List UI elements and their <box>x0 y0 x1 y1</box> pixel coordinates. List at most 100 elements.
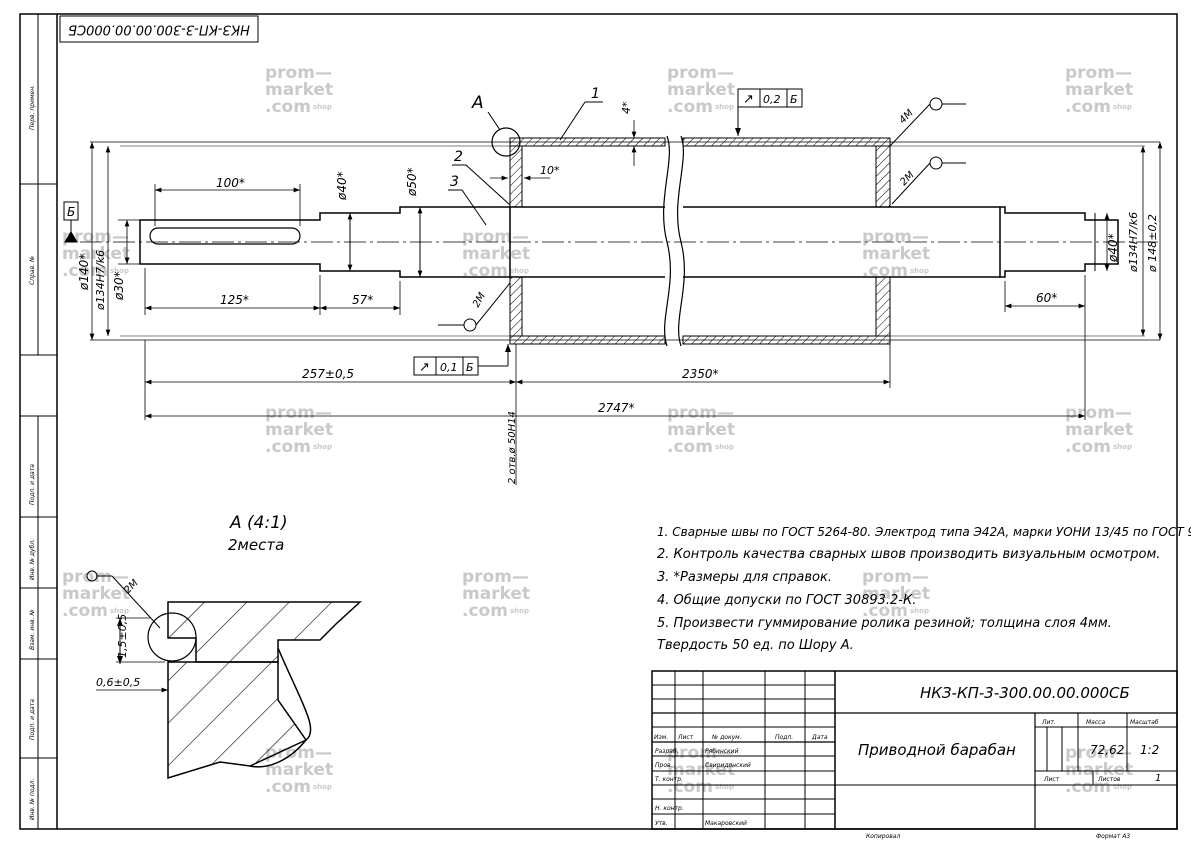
svg-text:shop: shop <box>313 783 332 791</box>
svg-text:.com: .com <box>667 437 713 457</box>
svg-text:shop: shop <box>1113 443 1132 451</box>
svg-text:Разраб.: Разраб. <box>655 748 679 755</box>
left-stamp: Перв. примен. Справ. № Подп. и дата Инв.… <box>19 14 57 829</box>
svg-text:10*: 10* <box>540 164 560 177</box>
detail-a-marker <box>491 127 521 157</box>
svg-text:4М: 4М <box>897 107 916 126</box>
svg-text:.com: .com <box>667 777 713 797</box>
svg-text:shop: shop <box>110 267 129 275</box>
svg-text:market: market <box>862 244 930 264</box>
detail-a: А (4:1) 2места 2М 1,5±0,5 0,6±0,5 <box>86 513 362 780</box>
note: 1. Сварные швы по ГОСТ 5264-80. Электрод… <box>657 525 1191 539</box>
svg-text:№ докум.: № докум. <box>711 734 742 741</box>
svg-text:125*: 125* <box>220 293 249 307</box>
svg-text:market: market <box>265 760 333 780</box>
doc-number: НКЗ-КП-3-300.00.00.000СБ <box>920 684 1130 702</box>
detail-title: А (4:1) <box>229 513 288 533</box>
svg-text:shop: shop <box>1113 103 1132 111</box>
svg-text:0,1: 0,1 <box>440 361 458 374</box>
svg-text:shop: shop <box>715 443 734 451</box>
format-label: Формат А3 <box>1096 833 1130 840</box>
svg-text:shop: shop <box>910 267 929 275</box>
dimension-labels: 100* ø40* ø50* 4* 10* ø140* ø134Н7/k6 ø3… <box>77 101 1159 484</box>
svg-text:Лит.: Лит. <box>1041 719 1056 726</box>
note: Твердость 50 ед. по Шору А. <box>657 638 854 653</box>
svg-text:4*: 4* <box>620 101 633 114</box>
note: 2. Контроль качества сварных швов произв… <box>657 547 1160 562</box>
svg-text:market: market <box>62 584 130 604</box>
svg-text:.com: .com <box>1065 437 1111 457</box>
svg-text:market: market <box>462 584 530 604</box>
svg-text:2747*: 2747* <box>598 401 635 415</box>
svg-text:257±0,5: 257±0,5 <box>302 367 354 381</box>
rotated-doc-number: НКЗ-КП-3-300.00.00.000СБ <box>68 22 250 37</box>
keyway <box>149 227 301 245</box>
view-a-label: А <box>471 93 484 113</box>
note: 3. *Размеры для справок. <box>657 570 832 585</box>
svg-text:market: market <box>62 244 130 264</box>
svg-text:Утв.: Утв. <box>655 820 668 827</box>
svg-text:Масштаб: Масштаб <box>1130 719 1159 726</box>
svg-text:prom—: prom— <box>1065 63 1132 83</box>
svg-text:↗: ↗ <box>419 360 430 375</box>
svg-text:shop: shop <box>715 783 734 791</box>
svg-text:ø50*: ø50* <box>405 167 419 197</box>
svg-text:1: 1 <box>591 86 600 102</box>
svg-text:ø40*: ø40* <box>335 171 349 201</box>
svg-text:ø30*: ø30* <box>112 271 126 301</box>
svg-text:Листов: Листов <box>1097 776 1121 783</box>
svg-text:prom—: prom— <box>1065 743 1132 763</box>
stamp-label: Взам. инв. № <box>29 609 36 650</box>
svg-text:.com: .com <box>462 261 508 281</box>
outer-frame <box>19 13 1178 830</box>
tolerance-frame: ↗ 0,2 Б <box>735 88 803 136</box>
break-line <box>663 135 671 347</box>
note: 5. Произвести гуммирование ролика резино… <box>657 616 1112 631</box>
dimensions <box>89 120 1163 485</box>
svg-text:prom—: prom— <box>62 567 129 587</box>
svg-text:Изм.: Изм. <box>654 734 668 741</box>
svg-text:Рябинский: Рябинский <box>705 748 739 755</box>
title-block-text: НКЗ-КП-3-300.00.00.000СБ Приводной бараб… <box>654 684 1161 840</box>
end-plate-left <box>509 145 523 208</box>
end-plate-right <box>875 276 891 337</box>
technical-notes: 1. Сварные швы по ГОСТ 5264-80. Электрод… <box>657 525 1191 653</box>
svg-text:shop: shop <box>510 607 529 615</box>
svg-text:prom—: prom— <box>862 567 929 587</box>
scale-value: 1:2 <box>1140 743 1159 757</box>
title-block <box>651 670 1178 830</box>
svg-text:2 отв.ø 50Н14: 2 отв.ø 50Н14 <box>507 411 518 484</box>
detail-subtitle: 2места <box>228 536 284 554</box>
svg-text:0,6±0,5: 0,6±0,5 <box>96 676 140 689</box>
svg-text:.com: .com <box>667 97 713 117</box>
svg-text:3: 3 <box>450 174 459 190</box>
main-view <box>80 135 1160 347</box>
svg-text:market: market <box>1065 760 1133 780</box>
stamp-label: Подп. и дата <box>29 464 36 505</box>
svg-text:shop: shop <box>1113 783 1132 791</box>
svg-text:Б: Б <box>790 93 798 106</box>
svg-text:↗: ↗ <box>743 92 754 107</box>
svg-text:market: market <box>462 244 530 264</box>
svg-text:.com: .com <box>1065 777 1111 797</box>
svg-text:60*: 60* <box>1036 291 1057 305</box>
svg-text:1,5±0,5: 1,5±0,5 <box>116 614 129 658</box>
svg-text:Лист: Лист <box>1043 776 1060 783</box>
svg-text:market: market <box>667 760 735 780</box>
svg-text:2: 2 <box>454 149 463 165</box>
svg-text:.com: .com <box>265 777 311 797</box>
stamp-label: Справ. № <box>29 256 36 285</box>
shaft-right <box>999 206 1119 278</box>
svg-text:Б: Б <box>466 361 474 374</box>
svg-text:shop: shop <box>110 607 129 615</box>
svg-text:Н. контр.: Н. контр. <box>655 805 684 812</box>
svg-text:market: market <box>265 420 333 440</box>
stamp-label: Инв. № дубл. <box>29 539 36 580</box>
svg-text:Макаровский: Макаровский <box>705 820 747 827</box>
mass-value: 72,62 <box>1090 743 1124 757</box>
svg-text:shop: shop <box>313 443 332 451</box>
svg-text:shop: shop <box>715 103 734 111</box>
sheets-total: 1 <box>1155 773 1161 784</box>
svg-text:market: market <box>862 584 930 604</box>
svg-text:Масса: Масса <box>1086 719 1105 726</box>
